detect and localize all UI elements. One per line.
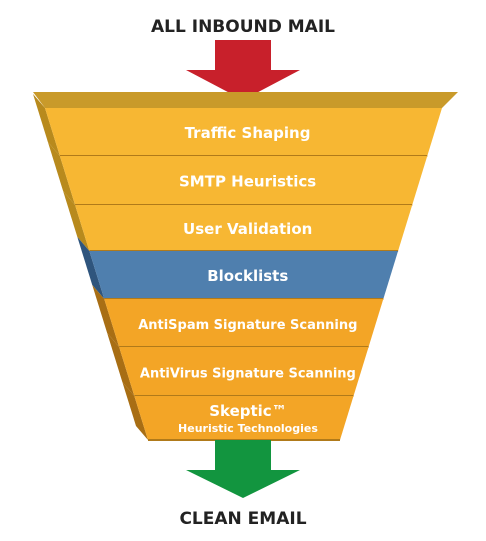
funnel-layer-side xyxy=(107,333,135,396)
funnel-layer-label: AntiVirus Signature Scanning xyxy=(140,367,356,382)
funnel-layer-face xyxy=(104,299,384,347)
funnel-layer-label: Blocklists xyxy=(207,267,288,285)
funnel-layer-label: SMTP Heuristics xyxy=(179,173,316,191)
funnel-layer-side xyxy=(92,285,120,347)
funnel-layer-label: AntiSpam Signature Scanning xyxy=(138,318,357,333)
funnel-rim xyxy=(33,92,458,108)
funnel-layer-face xyxy=(75,205,413,251)
funnel-layer-label: Skeptic™ xyxy=(209,402,287,420)
funnel-layer-side xyxy=(33,94,60,156)
funnel-layer: SMTP Heuristics xyxy=(47,142,428,206)
in-arrow-icon xyxy=(186,40,300,100)
funnel-layer-label: User Validation xyxy=(183,220,312,238)
funnel-layer-face xyxy=(45,108,442,156)
funnel-layer-side xyxy=(122,382,148,440)
funnel-layer-sublabel: Heuristic Technologies xyxy=(178,422,318,435)
funnel-layer-face xyxy=(119,347,369,396)
funnel-layer: Blocklists xyxy=(77,237,399,300)
funnel-top-face xyxy=(33,92,458,108)
funnel-layer-face xyxy=(134,396,354,440)
funnel-layer: Skeptic™ Heuristic Technologies xyxy=(122,382,354,441)
out-arrow-icon xyxy=(186,440,300,498)
funnel-layer-side xyxy=(47,142,76,205)
top-label: ALL INBOUND MAIL xyxy=(151,17,335,37)
funnel-layer-face xyxy=(59,156,428,205)
funnel-layer-side xyxy=(77,237,105,299)
bottom-label: CLEAN EMAIL xyxy=(179,509,306,529)
funnel-layer-face xyxy=(89,251,399,299)
funnel-layer-side xyxy=(63,191,90,251)
funnel-layer-label: Traffic Shaping xyxy=(185,124,311,142)
